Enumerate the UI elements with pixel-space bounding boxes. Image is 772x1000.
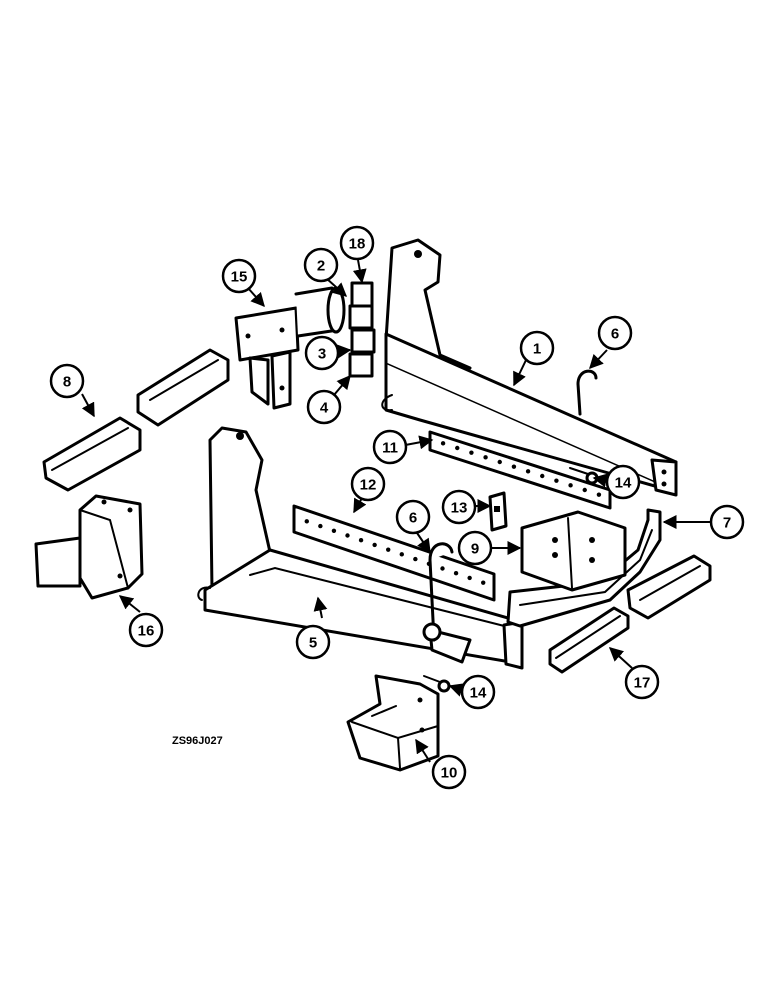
channel-bracket-right <box>548 554 712 674</box>
callout-circle <box>303 247 339 283</box>
bolt-hole <box>331 528 337 533</box>
callout-number: 4 <box>320 400 329 417</box>
callout-number: 18 <box>349 236 366 253</box>
pivot-housing <box>234 286 346 410</box>
bolt-hole <box>540 473 545 479</box>
channel-bracket-left <box>42 348 230 492</box>
mount-plate <box>520 510 627 592</box>
bolt-hole <box>596 492 602 497</box>
callout-circle <box>49 363 85 399</box>
callout-circle <box>304 335 340 371</box>
callout-circle <box>306 389 342 425</box>
callout-number: 1 <box>533 341 541 358</box>
callout-number: 6 <box>409 510 417 527</box>
clip-lower <box>423 675 451 693</box>
callout-circle <box>624 664 660 700</box>
callout-circle <box>128 612 164 648</box>
shim-plates <box>348 281 376 378</box>
callout-number: 5 <box>309 635 317 652</box>
callout-number: 6 <box>611 326 619 343</box>
callout-circle <box>431 754 467 790</box>
bolt-hole <box>440 566 445 571</box>
frame-rail-upper <box>381 238 678 497</box>
mounting-bracket <box>34 494 144 600</box>
bolt-hole <box>453 571 459 576</box>
callout-circle <box>372 429 408 465</box>
bolt-hole <box>568 483 573 488</box>
bolt-hole <box>318 523 323 529</box>
callout-number: 14 <box>470 685 487 702</box>
reference-code: ZS96J027 <box>172 735 223 747</box>
hitch-block <box>346 674 440 772</box>
callout-number: 15 <box>231 269 248 286</box>
bolt-hole <box>455 445 460 451</box>
callout-circle <box>339 225 375 261</box>
bolt-hole <box>304 519 309 524</box>
callout-number: 11 <box>382 440 398 457</box>
callout-number: 13 <box>451 500 468 517</box>
bolt-hole <box>399 552 404 557</box>
callout-circle <box>709 504 745 540</box>
callout-circle <box>221 258 257 294</box>
bolt-hole <box>511 464 517 469</box>
callout-number: 7 <box>723 515 731 532</box>
frame-rail-lower <box>197 426 524 670</box>
callout-number: 14 <box>615 475 632 492</box>
bolt-hole <box>554 478 559 483</box>
callout-number: 9 <box>471 541 479 558</box>
callout-number: 8 <box>63 374 71 391</box>
bolt-hole <box>440 441 446 446</box>
bolt-hole <box>525 469 531 474</box>
callout-circle <box>441 489 477 525</box>
spacer-block <box>488 491 508 532</box>
callout-number: 2 <box>317 258 325 275</box>
bolt-hole <box>386 547 391 552</box>
callout-circle <box>457 530 493 566</box>
bolt-hole <box>469 450 474 455</box>
callout-circle <box>519 330 555 366</box>
bolt-hole <box>413 556 418 562</box>
callout-number: 16 <box>138 623 155 640</box>
bolt-hole <box>372 542 377 548</box>
l-pin-lower <box>422 542 454 642</box>
bolt-hole <box>497 459 502 465</box>
leader-lines <box>81 259 714 763</box>
bolt-hole <box>582 487 587 493</box>
callout-number: 17 <box>634 675 651 692</box>
l-pin-upper <box>576 369 598 416</box>
bolt-hole <box>467 575 472 581</box>
bolt-hole <box>483 455 488 460</box>
bolt-hole <box>481 580 486 585</box>
callout-circle <box>460 674 496 710</box>
bolt-hole <box>358 538 364 543</box>
callout-circle <box>295 624 331 660</box>
callout-circle <box>350 466 386 502</box>
callout-circle <box>395 499 431 535</box>
callout-number: 10 <box>441 765 458 782</box>
callout-circle <box>605 464 641 500</box>
callout-number: 12 <box>360 477 377 494</box>
callout-number: 3 <box>318 346 326 363</box>
bolt-hole <box>345 533 350 538</box>
callout-circle <box>597 315 633 351</box>
